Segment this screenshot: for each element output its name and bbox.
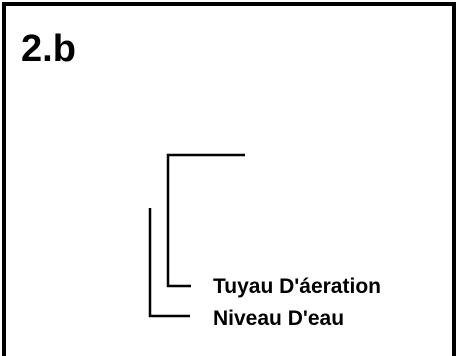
- water-level-leader: [148, 208, 190, 318]
- vent-pipe-leader: [166, 153, 245, 288]
- vent-pipe-label: Tuyau D'áeration: [213, 275, 381, 298]
- water-level-label: Niveau D'eau: [213, 307, 345, 330]
- step-label: 2.b: [21, 28, 76, 70]
